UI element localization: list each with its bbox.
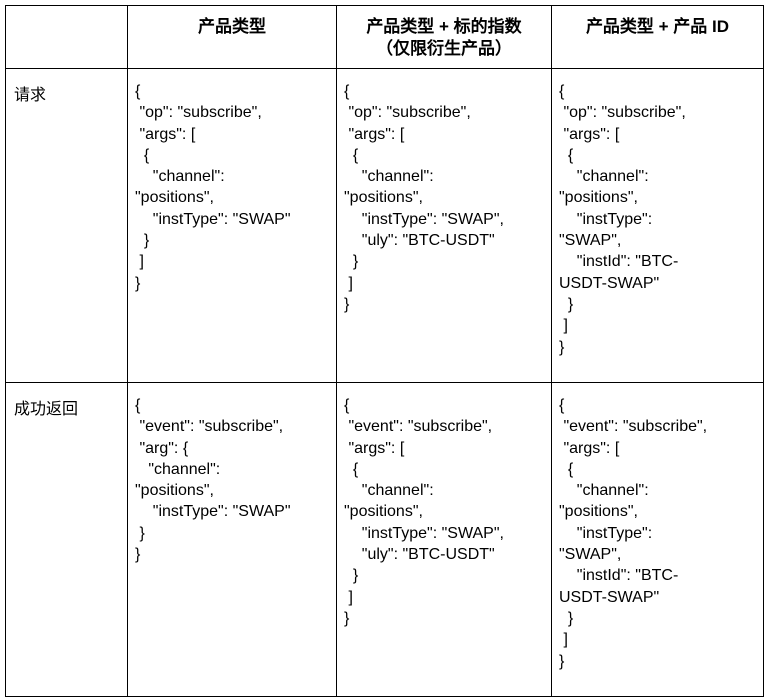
code-cell: { "op": "subscribe", "args": [ { "channe…: [127, 68, 337, 383]
header-empty: [5, 5, 128, 69]
header-row: 产品类型 产品类型 + 标的指数 （仅限衍生产品） 产品类型 + 产品 ID: [5, 5, 764, 69]
code-cell: { "event": "subscribe", "args": [ { "cha…: [551, 382, 764, 697]
header-inst-type-uly: 产品类型 + 标的指数 （仅限衍生产品）: [336, 5, 552, 69]
table-row-request: 请求 { "op": "subscribe", "args": [ { "cha…: [5, 68, 764, 383]
code-cell: { "op": "subscribe", "args": [ { "channe…: [336, 68, 552, 383]
code-cell: { "event": "subscribe", "arg": { "channe…: [127, 382, 337, 697]
subscription-table: 产品类型 产品类型 + 标的指数 （仅限衍生产品） 产品类型 + 产品 ID 请…: [5, 5, 764, 697]
row-label: 请求: [5, 68, 128, 383]
header-inst-type-inst-id: 产品类型 + 产品 ID: [551, 5, 764, 69]
code-cell: { "op": "subscribe", "args": [ { "channe…: [551, 68, 764, 383]
code-cell: { "event": "subscribe", "args": [ { "cha…: [336, 382, 552, 697]
row-label: 成功返回: [5, 382, 128, 697]
table-row-success-response: 成功返回 { "event": "subscribe", "arg": { "c…: [5, 382, 764, 697]
header-inst-type: 产品类型: [127, 5, 337, 69]
